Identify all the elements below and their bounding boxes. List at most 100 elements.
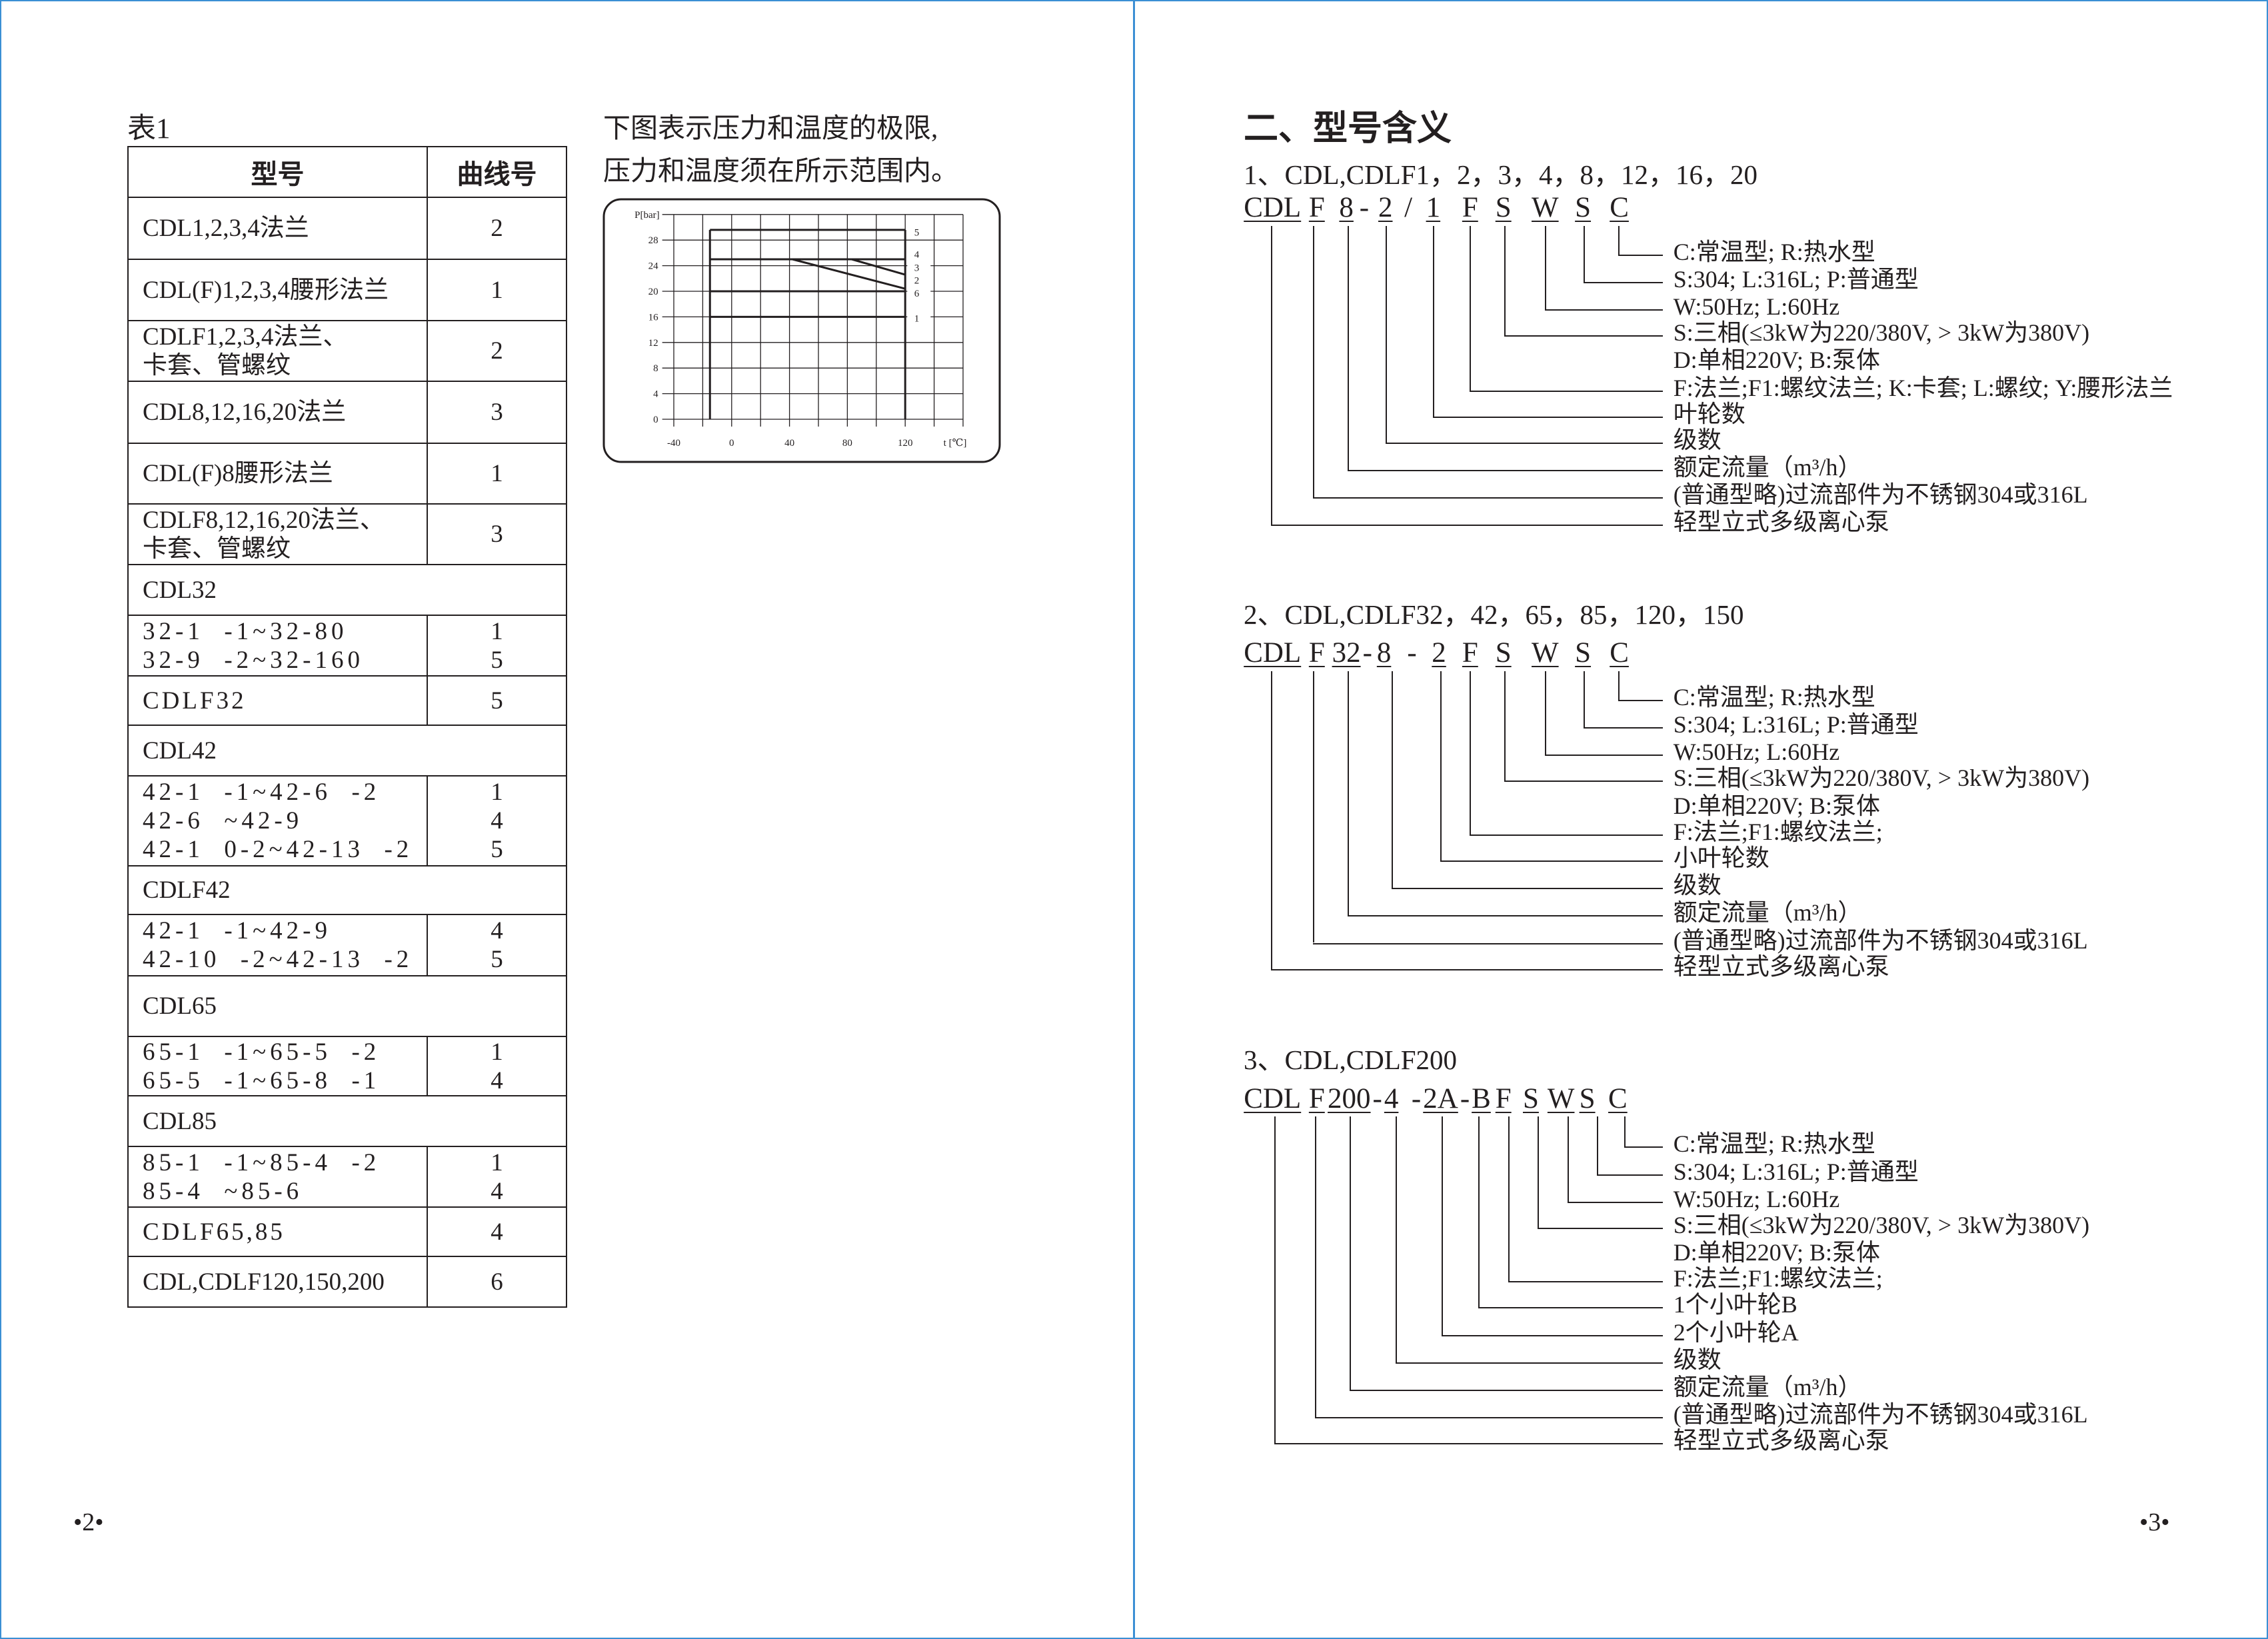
x-tick-label: 40 <box>784 438 794 449</box>
code-segment: CDL <box>1244 191 1302 223</box>
curve-cell: 1 5 <box>427 615 567 677</box>
code-segment: 1 <box>1426 191 1441 223</box>
connector-vertical <box>1584 671 1586 728</box>
code-segment: 8 <box>1376 637 1392 669</box>
code-description: 小叶轮数 <box>1673 844 1769 871</box>
table-label: 表1 <box>127 113 171 145</box>
connector-vertical <box>1440 671 1442 860</box>
curve-cell: 6 <box>427 1256 567 1308</box>
code-description: 轻型立式多级离心泵 <box>1673 509 1889 536</box>
code-description: C:常温型; R:热水型 <box>1673 683 1875 711</box>
model-cell: CDL8,12,16,20法兰 <box>127 381 428 444</box>
connector-horizontal <box>1596 1174 1664 1176</box>
curve-label-bg <box>907 248 931 260</box>
connector-vertical <box>1478 1116 1480 1308</box>
y-tick-label: 0 <box>653 415 658 425</box>
connector-horizontal <box>1544 755 1664 757</box>
code-segment: S <box>1579 1082 1596 1114</box>
connector-horizontal <box>1271 525 1664 527</box>
code-description: W:50Hz; L:60Hz <box>1673 1185 1840 1212</box>
connector-vertical <box>1396 1116 1398 1362</box>
curve-label-bg <box>907 226 931 238</box>
code-segment: 4 <box>1384 1082 1399 1114</box>
model-cell: 85-1 -1~85-4 -2 85-4 ~85-6 <box>127 1146 428 1208</box>
connector-horizontal <box>1314 1417 1664 1419</box>
y-tick-label: 24 <box>648 261 659 272</box>
connector-vertical <box>1385 225 1387 443</box>
code-segment: F <box>1462 191 1478 223</box>
connector-horizontal <box>1348 915 1664 917</box>
code-segment: C <box>1608 1082 1628 1114</box>
code-segment: W <box>1532 191 1559 223</box>
code-segment: - <box>1372 1082 1382 1114</box>
code-description: (普通型略)过流部件为不锈钢304或316L <box>1673 926 2088 954</box>
code-description: W:50Hz; L:60Hz <box>1673 293 1840 321</box>
connector-horizontal <box>1313 497 1664 499</box>
code-description: 叶轮数 <box>1673 400 1745 427</box>
curve-label-bg <box>907 312 931 324</box>
code-description: 级数 <box>1673 426 1721 453</box>
code-description: 额定流量（m³/h） <box>1673 899 1862 926</box>
note-line-2: 压力和温度须在所示范围内。 <box>603 155 958 186</box>
connector-vertical <box>1624 1116 1626 1147</box>
connector-vertical <box>1469 225 1471 391</box>
curve-cell: 1 <box>427 259 567 321</box>
model-cell: CDLF1,2,3,4法兰、 卡套、管螺纹 <box>127 320 428 382</box>
connector-vertical <box>1314 1116 1316 1418</box>
curve-label-bg <box>907 274 931 286</box>
model-cell: CDLF32 <box>127 675 428 726</box>
curve-2 <box>710 258 906 290</box>
code-segment: S <box>1523 1082 1539 1114</box>
connector-vertical <box>1537 1116 1539 1228</box>
code-description: (普通型略)过流部件为不锈钢304或316L <box>1673 481 2088 509</box>
curve-cell: 1 4 5 <box>427 775 567 866</box>
code-segment: 2 <box>1432 637 1446 669</box>
model-cell: CDL85 <box>127 1095 567 1147</box>
chart-frame <box>602 198 1001 463</box>
code-description: W:50Hz; L:60Hz <box>1673 739 1840 766</box>
curve-label-bg <box>907 287 931 299</box>
y-tick-label: 8 <box>653 363 658 374</box>
x-tick-label: 0 <box>729 438 734 449</box>
curve-cell: 4 <box>427 1206 567 1257</box>
code-segment: F <box>1495 1082 1512 1114</box>
code-segment: - <box>1460 1082 1470 1114</box>
code-segment: S <box>1495 637 1512 669</box>
model-cell: CDL42 <box>127 725 567 777</box>
curve-label-4: 4 <box>914 249 920 260</box>
curve-cell: 2 <box>427 197 567 260</box>
curve-cell: 1 4 <box>427 1146 567 1208</box>
y-tick-label: 16 <box>648 312 659 323</box>
curve-cell: 3 <box>427 381 567 444</box>
connector-horizontal <box>1618 254 1664 256</box>
curve-label-bg <box>907 261 931 273</box>
connector-horizontal <box>1584 281 1664 283</box>
code-segment: C <box>1610 637 1629 669</box>
y-tick-label: 12 <box>648 338 658 349</box>
curve-label-3: 3 <box>914 263 920 273</box>
connector-horizontal <box>1544 309 1664 311</box>
section-heading: 二、型号含义 <box>1244 110 1452 148</box>
code-description: S:304; L:316L; P:普通型 <box>1673 1158 1919 1185</box>
model-cell: CDL32 <box>127 564 567 616</box>
connector-vertical <box>1349 1116 1351 1390</box>
header-curve: 曲线号 <box>427 146 567 198</box>
code-segment: F <box>1308 191 1325 223</box>
code-segment: CDL <box>1244 1082 1302 1114</box>
code-description: 轻型立式多级离心泵 <box>1673 1427 1889 1454</box>
connector-vertical <box>1618 225 1620 255</box>
code-description: C:常温型; R:热水型 <box>1673 1130 1875 1158</box>
x-tick-label: 120 <box>898 438 913 449</box>
note-line-1: 下图表示压力和温度的极限, <box>603 113 938 143</box>
code-description: 额定流量（m³/h） <box>1673 1374 1862 1401</box>
connector-horizontal <box>1440 860 1664 862</box>
connector-horizontal <box>1274 1443 1664 1445</box>
table-row: CDL85 <box>127 1095 567 1147</box>
curve-label-1: 1 <box>914 313 920 324</box>
connector-horizontal <box>1442 1334 1664 1336</box>
